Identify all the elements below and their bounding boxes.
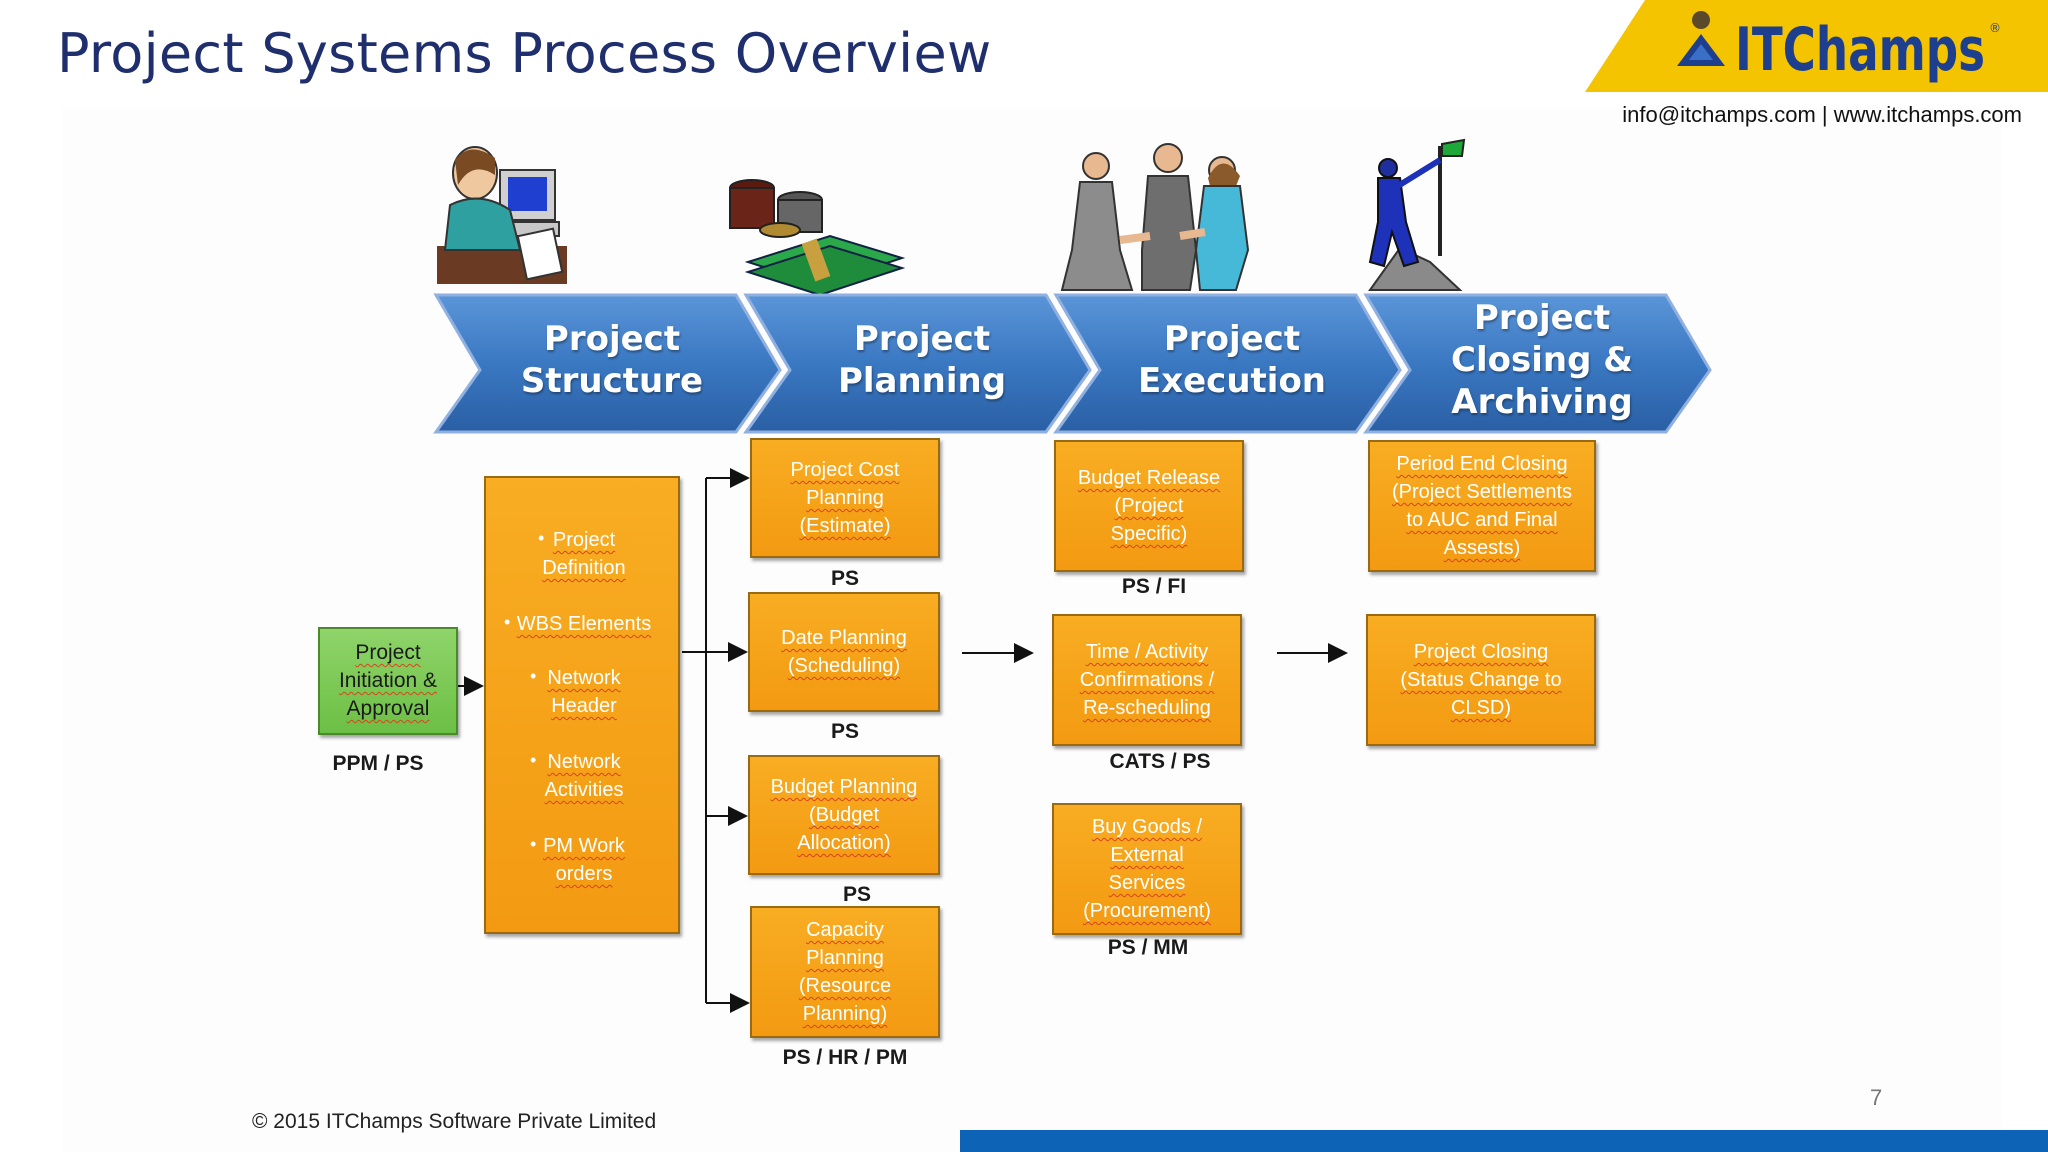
budget-planning-box: Budget Planning (Budget Allocation): [748, 755, 940, 875]
copyright-footer: © 2015 ITChamps Software Private Limited: [252, 1110, 657, 1133]
buy-goods-box: Buy Goods / External Services (Procureme…: [1052, 803, 1242, 935]
phase-label-execution: Project Execution: [1137, 319, 1327, 401]
structure-item-network-header: Network Header: [547, 667, 621, 717]
time-confirmations-box: Time / Activity Confirmations / Re-sched…: [1052, 614, 1242, 746]
cost-planning-system: PS: [830, 567, 859, 590]
structure-item-wbs-elements: WBS Elements: [516, 613, 652, 635]
mountain-climber-flag-icon: [1368, 138, 1466, 291]
logo-text: ITChamps: [1735, 15, 1985, 85]
logo-registered-mark: ®: [1989, 21, 2001, 35]
chevron-project-execution: [1053, 293, 1402, 434]
phase-label-planning: Project Planning: [837, 319, 1007, 401]
budget-planning-system: PS: [842, 883, 871, 906]
date-planning-system: PS: [830, 720, 859, 743]
money-stacks-icon: [729, 179, 906, 297]
structure-item-pm-work-orders: PM Work orders: [543, 835, 625, 885]
budget-release-system: PS / FI: [1121, 575, 1187, 598]
connector-lines: [458, 468, 1348, 1013]
chevron-project-structure: [433, 293, 782, 434]
chevron-project-planning: [743, 293, 1092, 434]
office-worker-icon: [437, 146, 567, 284]
structure-item-network-activities: Network Activities: [544, 751, 624, 801]
buy-goods-system: PS / MM: [1107, 936, 1189, 959]
cost-planning-box: Project Cost Planning (Estimate): [750, 438, 940, 558]
initiation-system-label: PPM / PS: [332, 752, 424, 775]
phase-chevrons: [433, 293, 1712, 434]
page-number: 7: [1870, 1085, 1883, 1110]
time-confirmations-system: CATS / PS: [1109, 750, 1211, 773]
period-end-closing-box: Period End Closing (Project Settlements …: [1368, 440, 1596, 572]
chevron-project-closing: [1363, 293, 1712, 434]
structure-item-project-definition: Project Definition: [542, 529, 626, 579]
page-title: Project Systems Process Overview: [57, 22, 992, 85]
handshake-people-icon: [1060, 143, 1250, 291]
budget-release-box: Budget Release (Project Specific): [1054, 440, 1244, 572]
contact-info: info@itchamps.com | www.itchamps.com: [1622, 102, 2022, 127]
capacity-planning-box: Capacity Planning (Resource Planning): [750, 906, 940, 1038]
capacity-planning-system: PS / HR / PM: [782, 1046, 908, 1069]
project-structure-list: • Project Definition • WBS Elements • Ne…: [484, 476, 680, 934]
project-closing-box: Project Closing (Status Change to CLSD): [1366, 614, 1596, 746]
bottom-accent-bar: [960, 1130, 2048, 1152]
globe-pyramid-icon: [1677, 11, 1725, 66]
phase-label-closing: Project Closing & Archiving: [1451, 298, 1633, 422]
itchamps-logo: ITChamps ®: [1585, 0, 2048, 92]
initiation-approval-box: Project Initiation & Approval: [318, 627, 458, 735]
phase-label-structure: Project Structure: [520, 319, 704, 401]
date-planning-box: Date Planning (Scheduling): [748, 592, 940, 712]
